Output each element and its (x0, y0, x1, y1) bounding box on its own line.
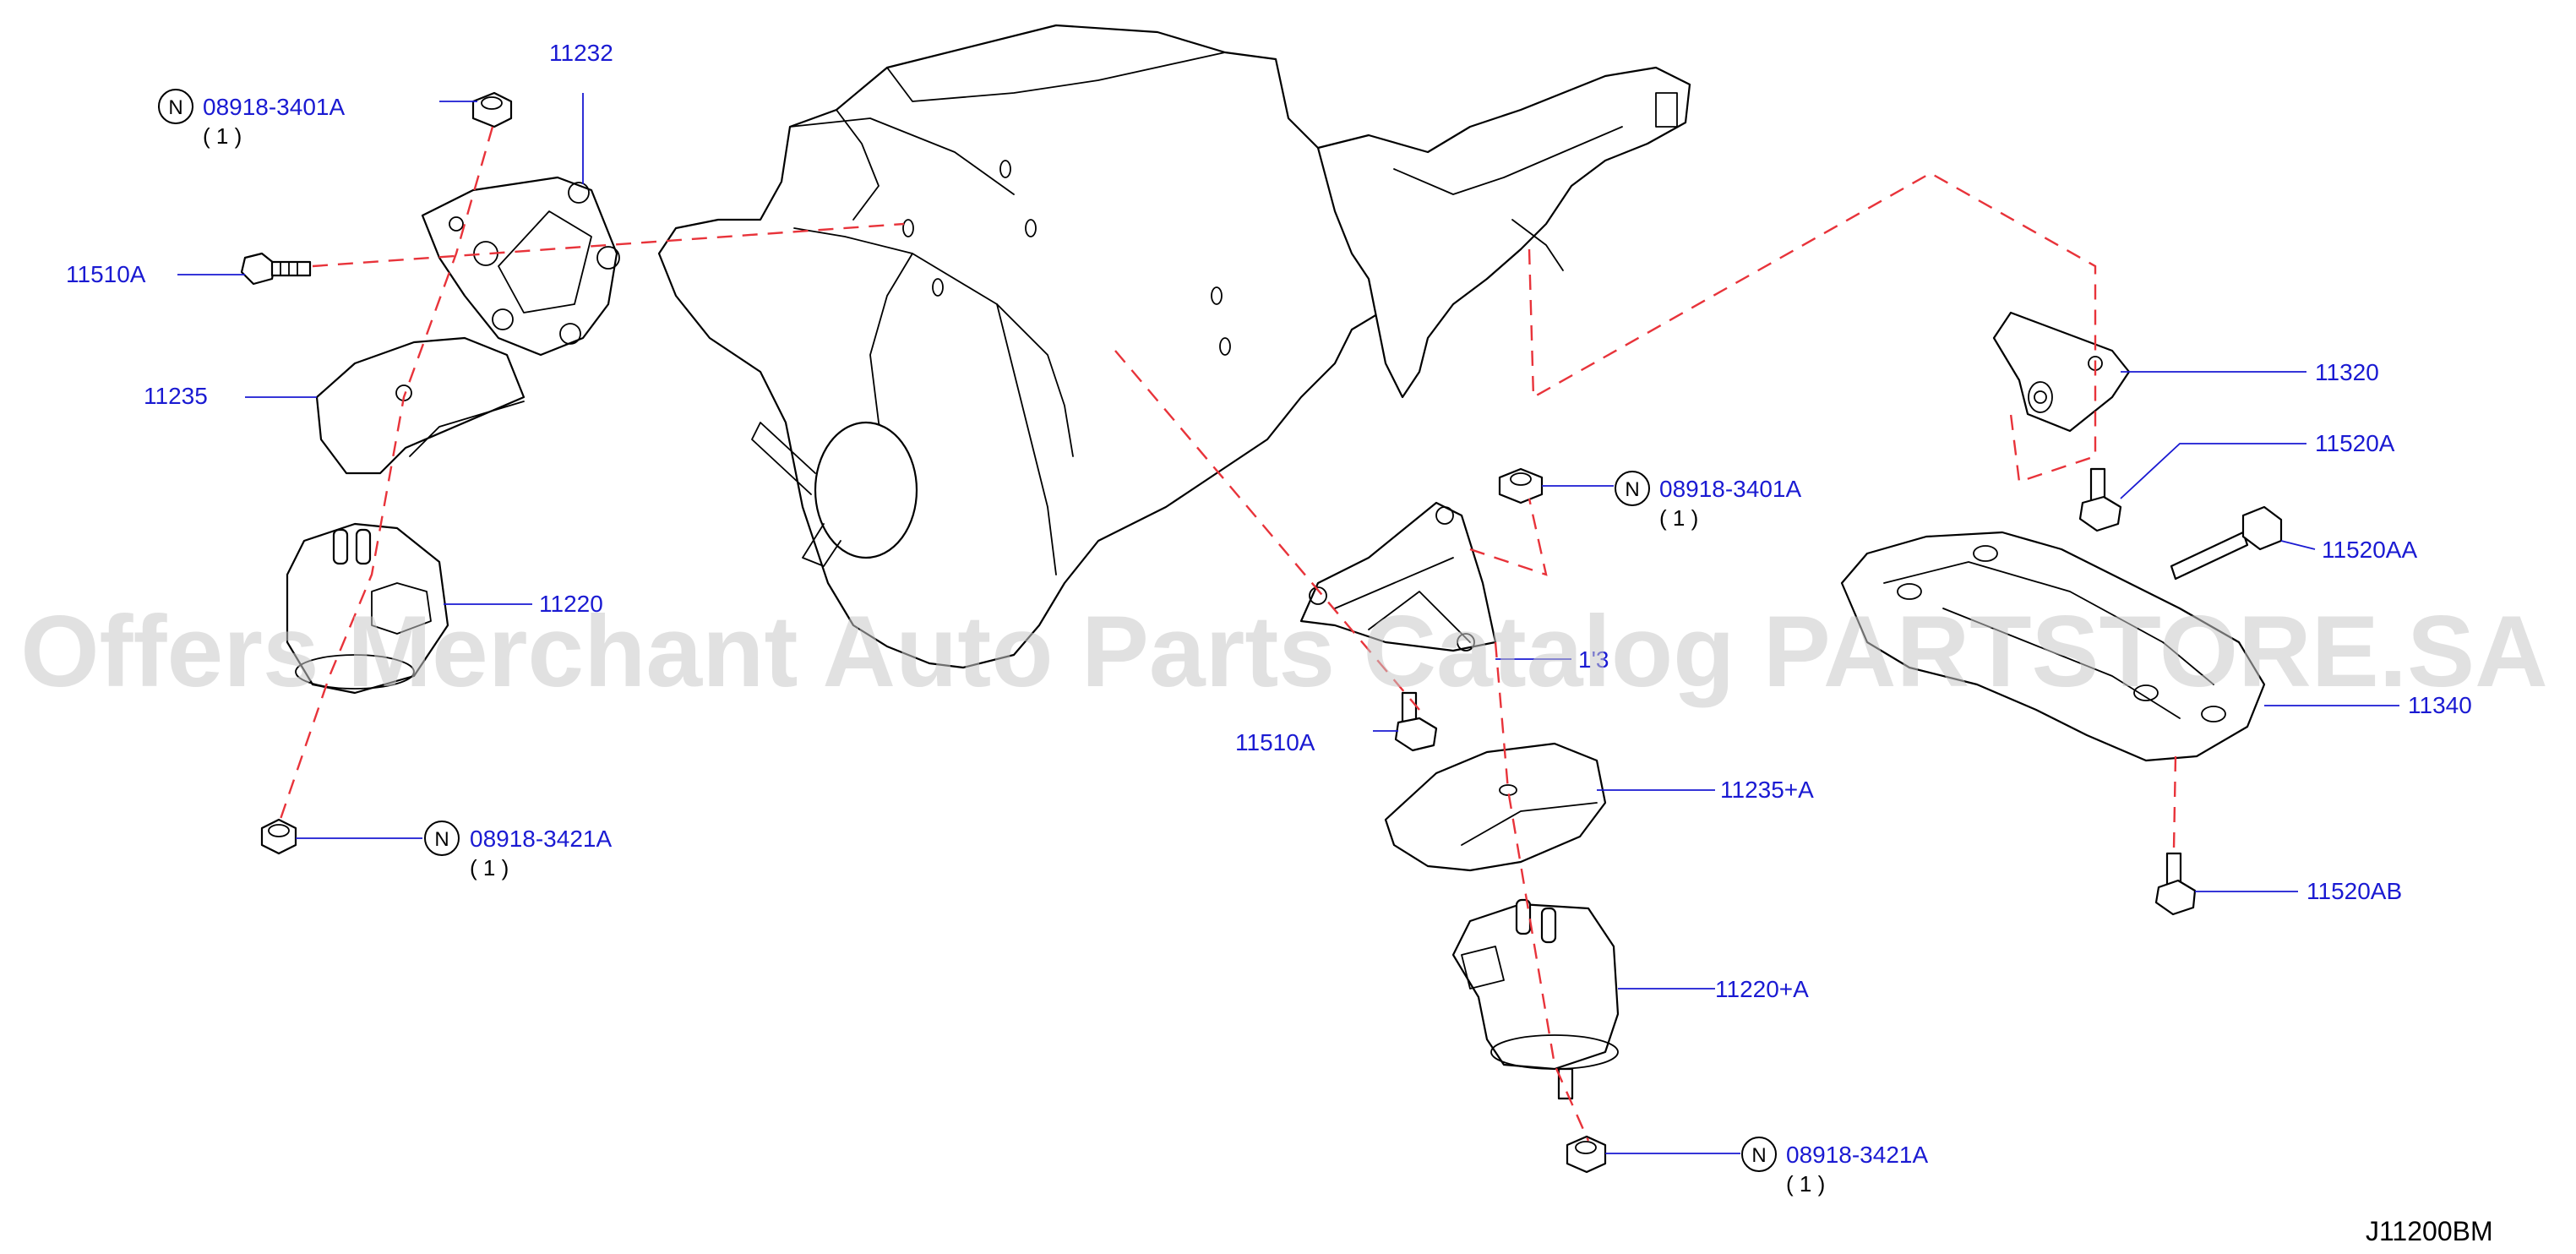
assembly-lines (277, 126, 2177, 1142)
nut-top-right (1498, 467, 1544, 504)
callout-11520aa[interactable]: 11520AA (2322, 537, 2417, 563)
heat-shield-left (315, 336, 526, 475)
bolt-11520aa (2170, 505, 2283, 581)
callout-prefix: N (1625, 478, 1639, 501)
callout-11232[interactable]: 11232 (549, 40, 613, 66)
callout-label: 11520AB (2306, 878, 2402, 904)
callout-11220[interactable]: 11220 (539, 591, 603, 617)
watermark-text: Offers Merchant Auto Parts Catalog PARTS… (20, 595, 2548, 708)
callout-prefix: N (1751, 1144, 1766, 1167)
callout-label: 11220+A (1715, 976, 1809, 1002)
callout-label: 11340 (2408, 692, 2472, 718)
engine-mount-insulator-right (1451, 898, 1620, 1100)
bolt-11520a (2078, 467, 2122, 532)
nut-bottom-left (260, 818, 297, 855)
leader-lines (177, 93, 2399, 1154)
callout-label: 11235 (144, 383, 208, 409)
callout-11520a[interactable]: 11520A (2315, 430, 2395, 456)
callout-label: 11510A (66, 261, 146, 287)
callout-label: 11220 (539, 591, 603, 617)
callout-11320[interactable]: 11320 (2315, 359, 2379, 385)
n-circle-icon (424, 821, 460, 856)
callout-11220-a[interactable]: 11220+A (1715, 976, 1809, 1002)
callout-label: 11520A (2315, 430, 2395, 456)
engine-mount-bracket-left (421, 176, 620, 357)
callout-08918-3421a-right[interactable]: N 08918-3421A ( 1 ) (1741, 1137, 1928, 1197)
callout-label: 08918-3421A (1786, 1142, 1928, 1168)
heat-shield-right (1384, 742, 1607, 872)
engine-mount-bracket-right (1299, 501, 1497, 652)
callout-label: 11235+A (1720, 777, 1814, 803)
callout-11235-a[interactable]: 11235+A (1720, 777, 1814, 803)
n-circle-icon (1741, 1137, 1777, 1172)
rear-engine-mount (1992, 311, 2131, 433)
callout-label: 11510A (1235, 729, 1315, 755)
callout-label: 08918-3401A (1659, 476, 1801, 502)
n-circle-icon (1615, 471, 1650, 506)
callout-label: 11320 (2315, 359, 2379, 385)
callout-label: 08918-3421A (470, 826, 612, 852)
engine-mount-member (1840, 531, 2266, 762)
callout-qty: ( 1 ) (470, 855, 509, 881)
nut-top-left (471, 91, 513, 128)
callout-qty: ( 1 ) (1659, 505, 1698, 531)
callout-label: 08918-3401A (203, 94, 345, 120)
callout-08918-3401a-left[interactable]: N 08918-3401A ( 1 ) (158, 89, 345, 149)
bolt-11520ab (2154, 852, 2197, 916)
engine-illustration (657, 24, 1691, 669)
callout-08918-3421a-left[interactable]: N 08918-3421A ( 1 ) (424, 821, 612, 881)
bolt-left (240, 252, 312, 286)
n-circle-icon (158, 89, 193, 124)
callout-08918-3401a-right[interactable]: N 08918-3401A ( 1 ) (1615, 471, 1801, 531)
callout-qty: ( 1 ) (203, 123, 242, 149)
callout-11520ab[interactable]: 11520AB (2306, 878, 2402, 904)
callout-qty: ( 1 ) (1786, 1171, 1825, 1197)
callout-label: 11232 (549, 40, 613, 66)
callout-prefix: N (168, 96, 182, 119)
callout-label: 11520AA (2322, 537, 2417, 563)
callout-11510a-left[interactable]: 11510A (66, 261, 146, 287)
engine-mount-insulator-left (286, 522, 449, 695)
callout-label: 1'3 (1578, 646, 1609, 673)
callout-11510a-center[interactable]: 11510A (1235, 729, 1315, 755)
callout-11233[interactable]: 1'3 (1578, 646, 1609, 673)
callout-11340[interactable]: 11340 (2408, 692, 2472, 718)
callout-prefix: N (434, 828, 449, 851)
diagram-code: J11200BM (2366, 1216, 2493, 1246)
bolt-center (1394, 691, 1438, 752)
nut-bottom-right (1566, 1135, 1607, 1174)
callout-11235[interactable]: 11235 (144, 383, 208, 409)
